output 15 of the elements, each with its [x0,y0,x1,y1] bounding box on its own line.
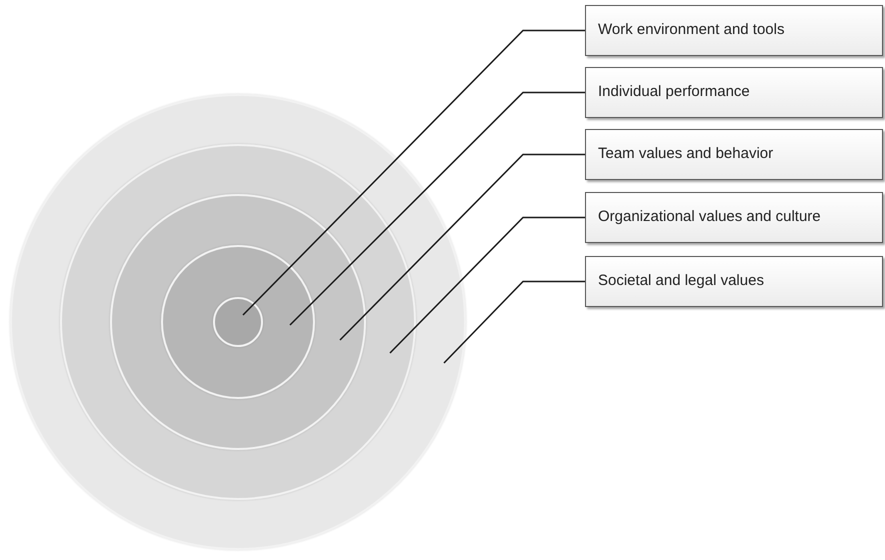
label-box [585,256,883,307]
leader-line [339,154,585,341]
leader-line [443,280,585,364]
label-text: Team values and behavior [598,144,774,164]
label-box [585,129,883,180]
leader-line [389,216,585,354]
label-text: Individual performance [598,82,750,102]
leader-line [242,30,585,316]
label-box [585,67,883,118]
label-text: Organizational values and culture [598,207,821,228]
label-box [585,5,883,56]
label-text: Work environment and tools [598,20,784,40]
label-text: Societal and legal values [598,271,764,292]
leader-line [289,92,585,326]
label-box [585,192,883,243]
